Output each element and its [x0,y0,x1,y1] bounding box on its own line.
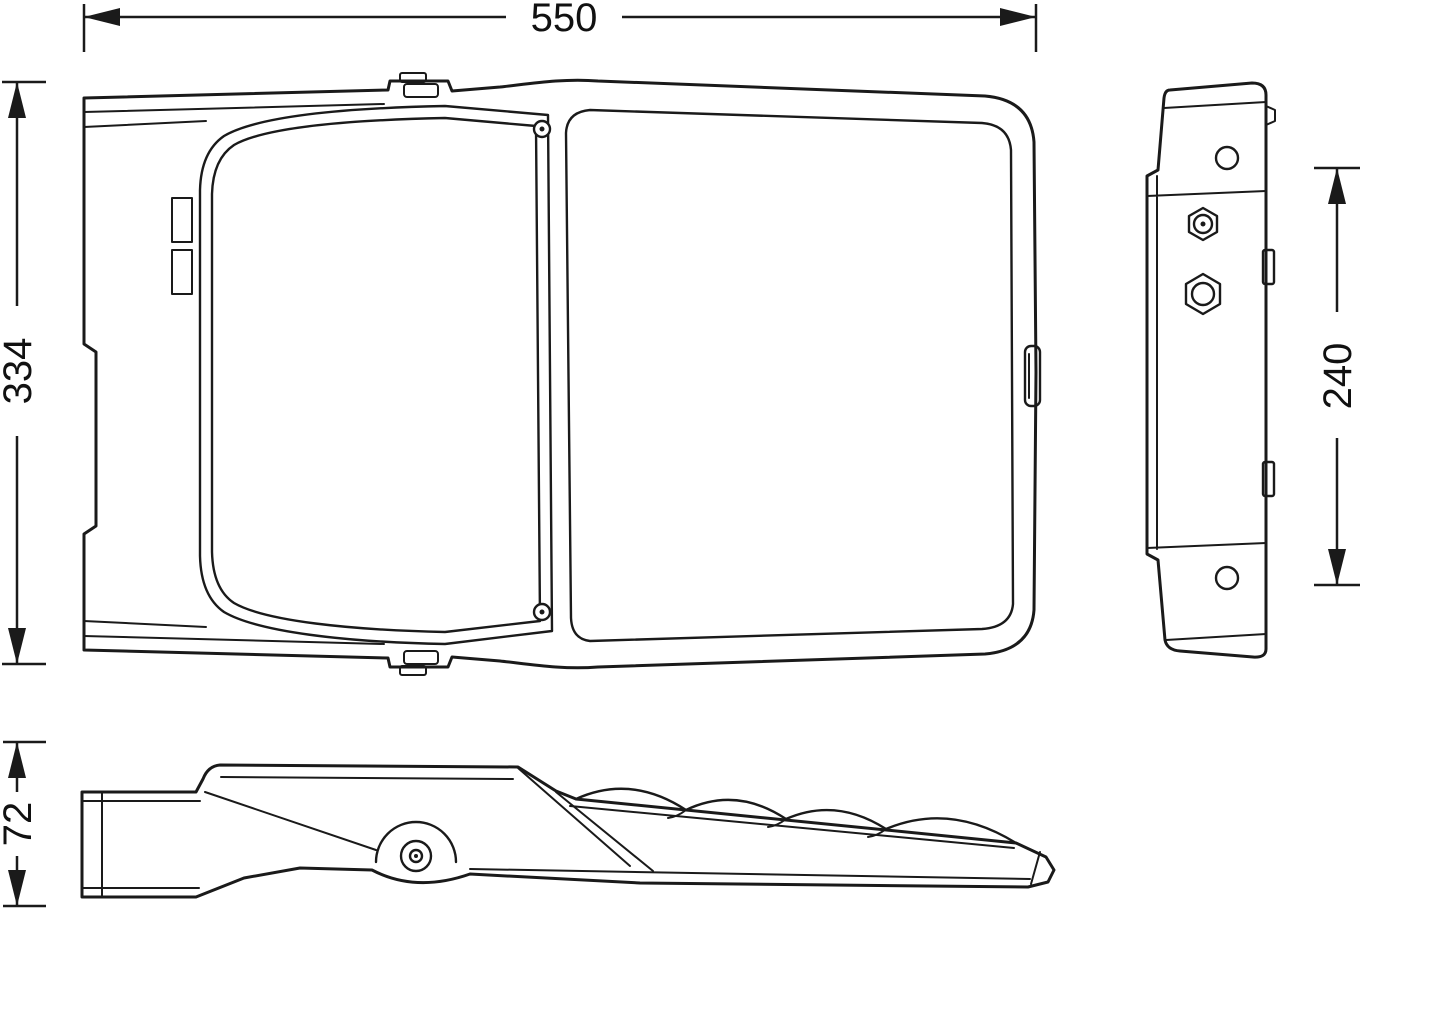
dimension-label-side-height: 240 [1316,343,1360,410]
lens-base-line [569,805,1015,849]
arrowhead-bottom [8,870,26,906]
profile-outer-housing [80,763,1056,899]
dimension-side-height: 240 [1314,166,1360,587]
screw-top-icon [532,119,552,139]
hinge-boss-arc [374,820,458,864]
optic-panel [564,108,1015,643]
arm-top-line [220,776,514,780]
dimension-label-depth: 334 [0,338,40,405]
bracket-slot-lower [171,249,193,295]
plan-view [82,72,1042,676]
profile-view [80,763,1056,899]
bracket-edge-lines [83,103,385,645]
side-clip-lower [1261,460,1276,498]
mounting-hole-bottom [1214,565,1240,591]
side-top-step [1265,105,1276,126]
dimension-profile-height: 72 [0,740,46,908]
gasket-outline-inner [210,116,542,634]
arrowhead-left [84,8,120,26]
arrowhead-right [1000,8,1036,26]
pivot-screw-icon [399,839,433,873]
arrowhead-top [8,82,26,118]
side-seam-lines [1146,101,1267,641]
hinge-clip-top [399,72,439,98]
right-edge-latch [1023,344,1042,408]
housing-transition-lines [204,767,654,872]
dimension-label-width: 550 [531,0,598,40]
cable-gland-large [1184,272,1222,316]
side-clip-upper [1261,248,1276,286]
cable-gland-small [1187,206,1219,242]
gasket-outline-outer [198,104,554,646]
dimension-label-profile-height: 72 [0,802,40,847]
screw-bottom-icon [532,602,552,622]
arrowhead-top [1328,168,1346,204]
plan-outer-housing [82,78,1038,670]
bracket-slot-upper [171,197,193,243]
dimension-overall-width: 550 [82,0,1038,52]
underside-line [469,868,1031,880]
hinge-clip-bottom [399,650,439,676]
side-outer-housing [1145,81,1268,659]
arrowhead-top [8,742,26,778]
spigot-lines [81,791,201,898]
mounting-hole-top [1214,145,1240,171]
arrowhead-bottom [8,628,26,664]
dimension-overall-depth: 334 [0,80,46,666]
side-view [1145,81,1276,659]
tip-edge-line [1030,851,1041,885]
arrowhead-bottom [1328,549,1346,585]
